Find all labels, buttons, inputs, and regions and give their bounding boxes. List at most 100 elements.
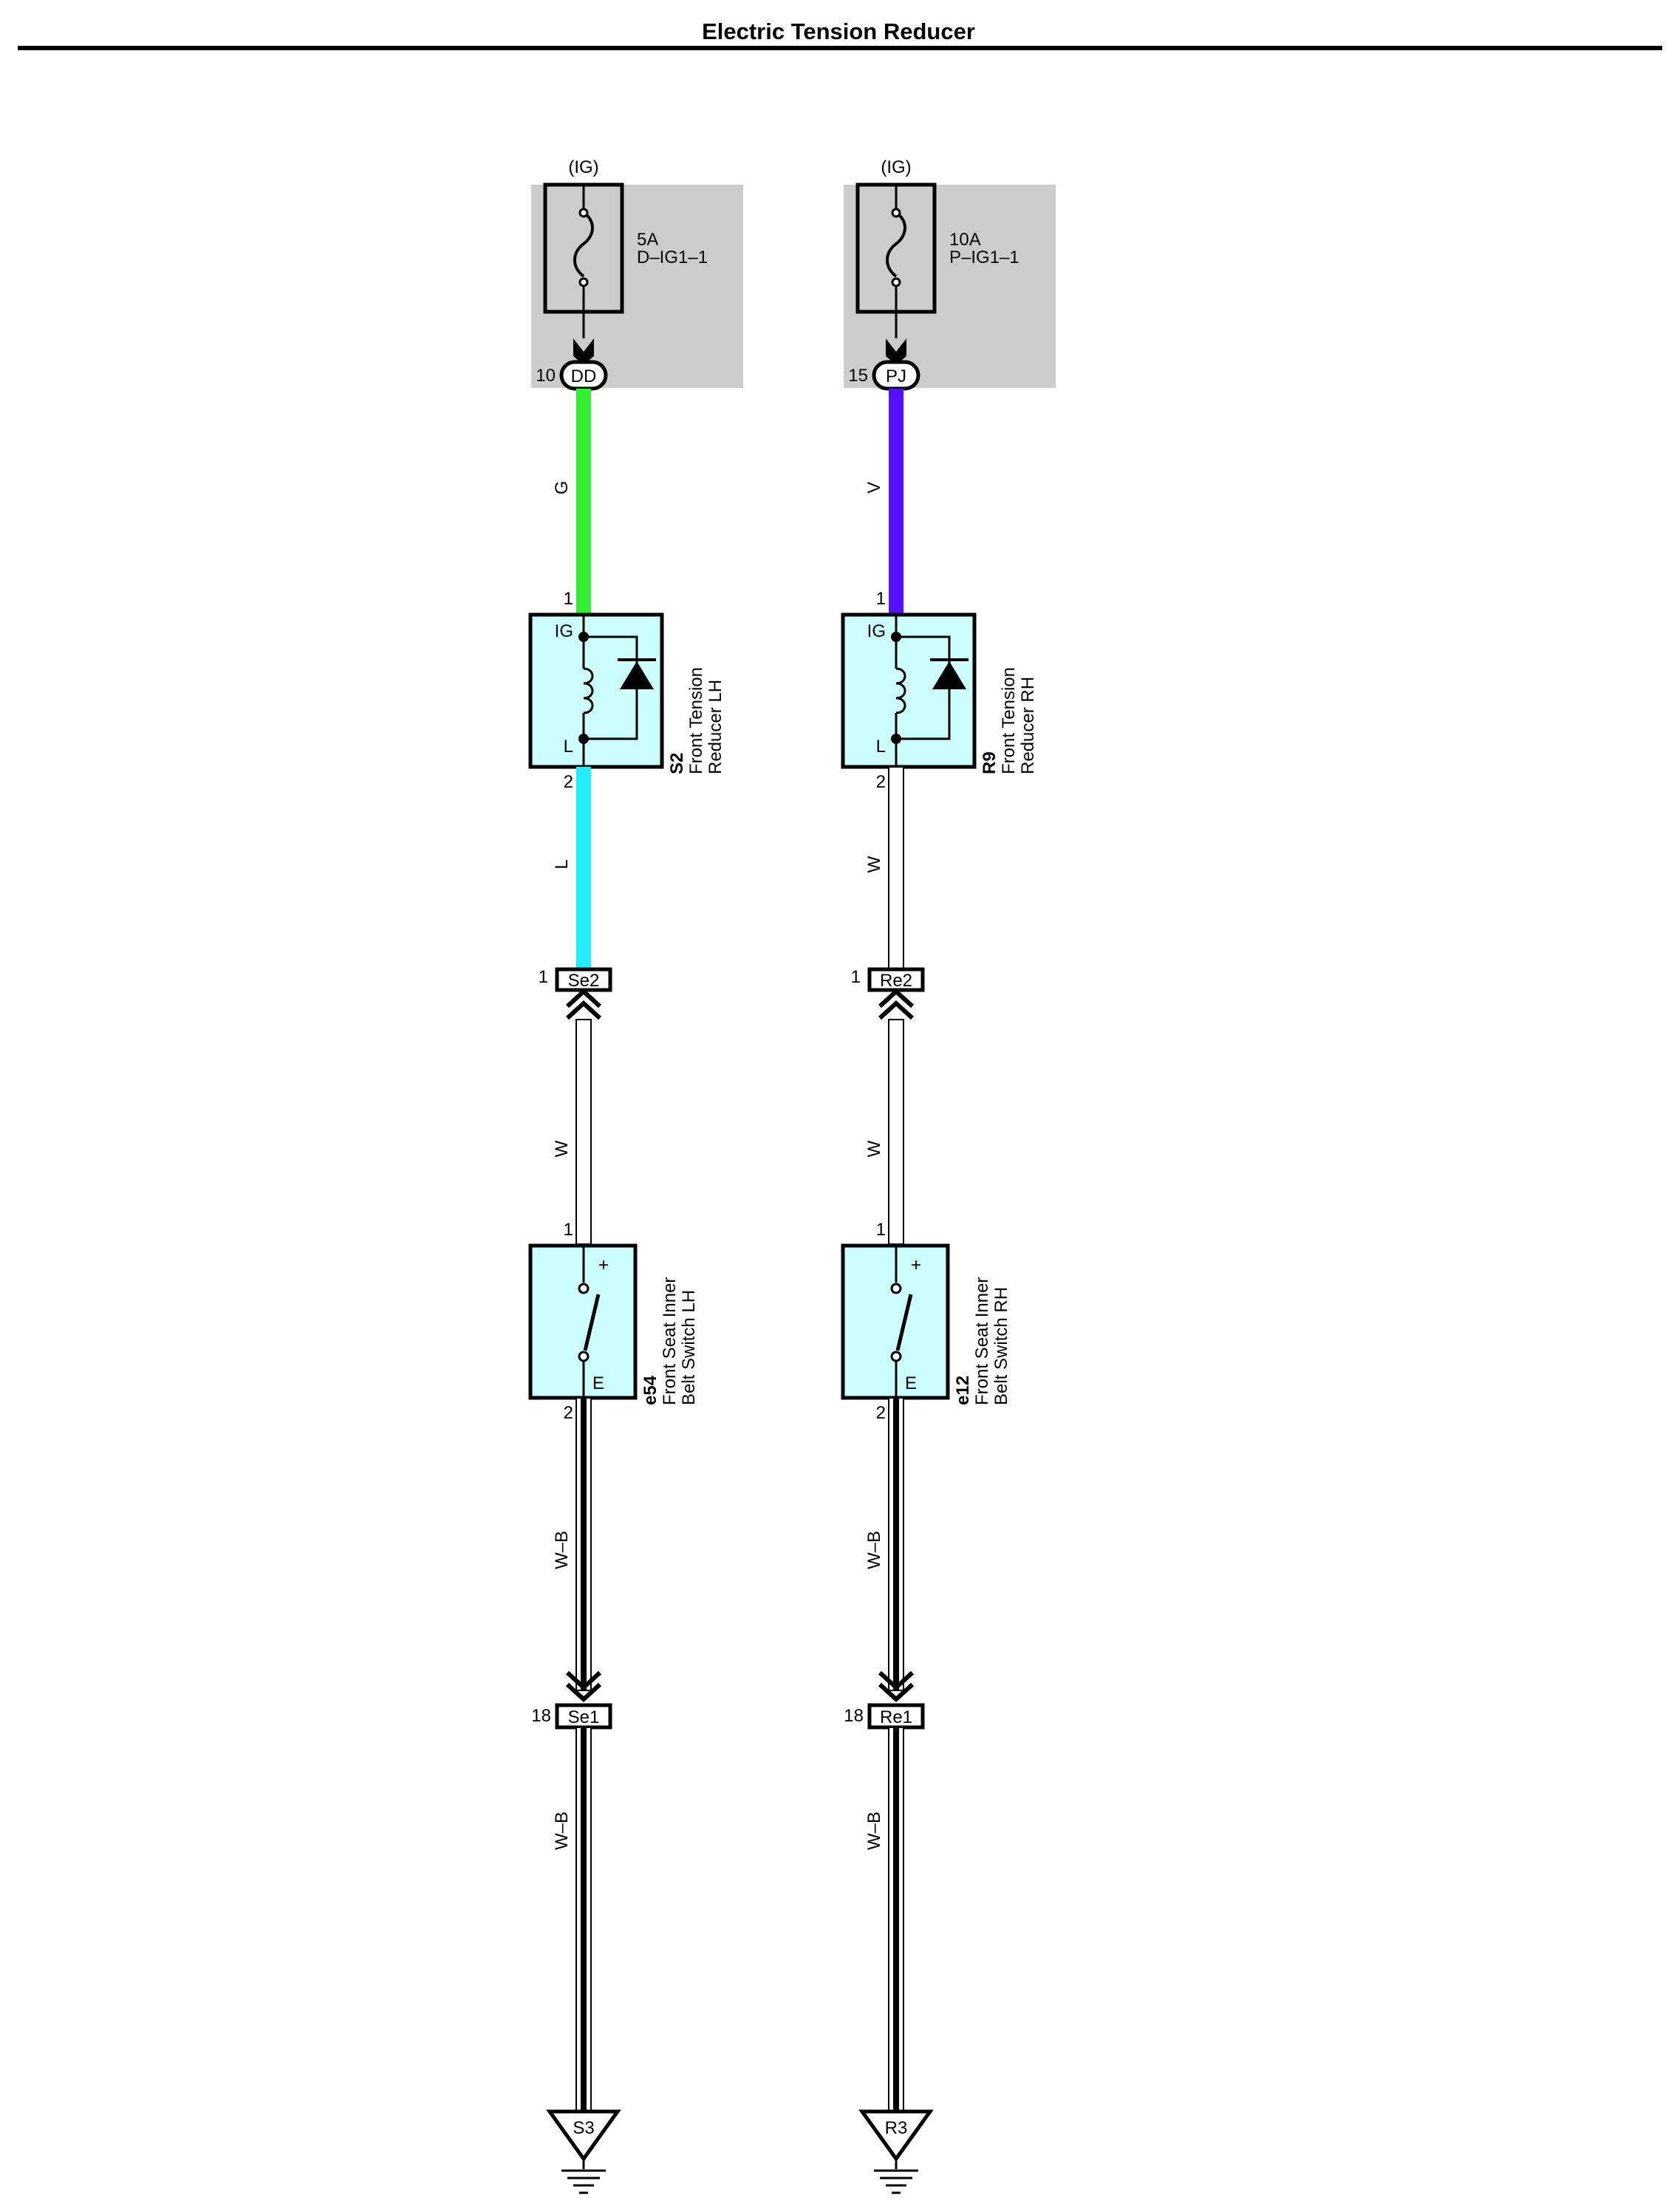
connector-1-pin: 1 [539,967,548,987]
switch-name-line2: Belt Switch RH [991,1287,1011,1405]
fuse-icon [886,211,906,278]
connector-1-chevron2-icon [565,1000,602,1020]
reducer-terminal-bottom: L [564,737,573,757]
junction-pin: 15 [848,366,868,386]
switch-contact-top [578,1283,590,1294]
tension-reducer-body [528,612,664,769]
fuse-icon [573,211,594,278]
coil-icon [895,667,906,714]
wire-3 [575,1019,592,1245]
junction-pin: 10 [536,366,556,386]
switch-pin-top: 1 [876,1220,886,1240]
connector-2-chevron-icon [878,1670,915,1691]
ground-point-icon [546,2109,621,2162]
switch-contact-bottom [578,1351,590,1362]
switch-name-line1: Front Seat Inner [972,1277,992,1405]
fuse-box-background [531,185,743,388]
page-title: Electric Tension Reducer [702,18,975,44]
circuit-right: (IG) 10A P–IG1–1 PJ 15 V 1 IG L 2 R9 Fro… [841,157,1056,2194]
fuse-rating: 5A [637,230,658,250]
wire-5-tracer [581,1727,587,2116]
fuse-name: P–IG1–1 [949,248,1019,267]
wire-3 [888,1019,904,1245]
wire-4-tracer [893,1398,899,1690]
connector-1-chevron-icon [878,988,915,1008]
switch-terminal-e: E [592,1373,604,1393]
coil-mask [892,669,901,713]
reducer-name-line1: Front Tension [999,667,1019,774]
reducer-pin-top: 1 [876,589,886,609]
switch-name-line1: Front Seat Inner [660,1277,680,1405]
wire-4-color: W–B [552,1531,572,1569]
wire-1 [576,389,591,615]
fuse-terminal-bottom [891,277,901,287]
junction-arrow-icon [886,338,906,365]
coil-mask [579,669,588,713]
switch-pin-bottom: 2 [876,1403,886,1423]
connector-1-name: Re2 [880,971,912,991]
wire-1 [889,389,903,615]
wire-4-color: W–B [864,1531,884,1569]
switch-terminal-e: E [905,1373,917,1393]
fuse-terminal-top [578,208,589,218]
ground-point-icon [858,2109,934,2162]
switch-name-line2: Belt Switch LH [679,1290,699,1405]
wire-5-color: W–B [552,1812,572,1850]
switch-pin-top: 1 [564,1220,573,1240]
connector-2-chevron2-icon [878,1682,915,1703]
connector-2-pin: 18 [844,1706,864,1726]
connector-2-name: Re1 [880,1707,912,1727]
switch-code: e54 [640,1375,660,1405]
reducer-terminal-top: IG [555,621,573,641]
connector-1-box [867,967,925,992]
wire-1-color: G [552,481,572,495]
reducer-code: S2 [667,753,687,774]
diode-icon [620,661,654,689]
reducer-terminal-bottom: L [876,737,886,757]
wire-2 [888,766,904,970]
reducer-name-line2: Reducer LH [706,680,725,774]
wire-4-tracer [581,1398,587,1690]
wire-2-color: W [864,856,884,873]
connector-2-pin: 18 [531,1706,551,1726]
switch-contact-top [890,1283,902,1294]
wire-2-color: L [552,859,572,869]
supply-label: (IG) [568,157,598,177]
connector-2-name: Se1 [568,1707,600,1727]
reducer-terminal-top: IG [867,621,886,641]
fuse-terminal-bottom [578,277,589,287]
fuse-box-background [844,185,1056,388]
switch-terminal-plus: + [911,1255,921,1275]
reducer-pin-bottom: 2 [876,772,886,792]
switch-contact-bottom [890,1351,902,1362]
wire-2 [576,767,591,972]
diode-icon [932,661,966,689]
junction-name: PJ [886,366,906,386]
wire-3-color: W [864,1140,884,1157]
connector-1-box [555,967,612,992]
circuit-left: (IG) 5A D–IG1–1 DD 10 G 1 IG L 2 S2 Fron… [528,157,743,2194]
coil-icon [583,667,594,714]
supply-label: (IG) [881,157,911,177]
reducer-name-line1: Front Tension [686,667,706,774]
reducer-name-line2: Reducer RH [1018,677,1038,774]
reducer-pin-bottom: 2 [564,772,573,792]
connector-1-name: Se2 [568,971,600,991]
switch-blade-icon [583,1294,601,1351]
switch-pin-bottom: 2 [564,1403,573,1423]
reducer-pin-top: 1 [564,589,573,609]
connector-2-box [867,1703,925,1730]
switch-terminal-plus: + [598,1255,609,1275]
fuse-terminal-top [891,208,901,218]
ground-point-name: S3 [573,2118,594,2138]
junction-name: DD [571,366,597,386]
connector-2-chevron2-icon [565,1682,602,1703]
connector-1-chevron2-icon [878,1000,915,1020]
wire-1-color: V [864,482,884,494]
switch-blade-icon [895,1294,913,1351]
connector-1-pin: 1 [851,967,861,987]
wire-3-color: W [552,1140,572,1157]
title-rule [18,46,1662,50]
connector-2-chevron-icon [565,1670,602,1691]
